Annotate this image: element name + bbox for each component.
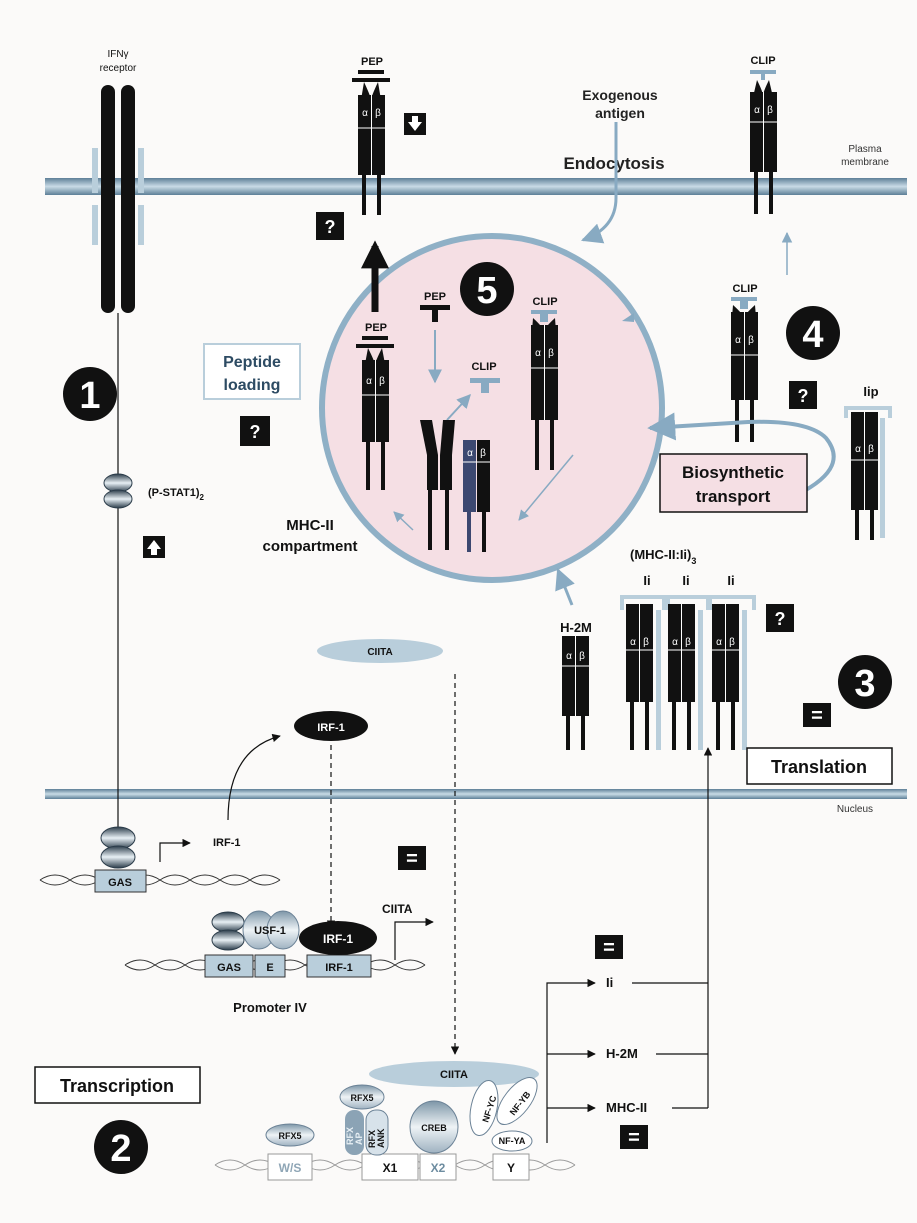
surface-pep-alpha: α	[362, 108, 368, 119]
ifn-receptor-label-2: receptor	[100, 63, 137, 74]
h2m-alpha-inner: α	[467, 448, 473, 459]
rfx5-lone-label: RFX5	[278, 1131, 301, 1141]
ciita-enhanceosome-label: CIITA	[440, 1069, 468, 1081]
compartment-clip-alpha: α	[535, 348, 541, 359]
gas-label: GAS	[108, 877, 132, 889]
step-4-number: 4	[802, 314, 823, 356]
rfx5-complex-label: RFX5	[350, 1093, 373, 1103]
output-ii: Ii	[606, 975, 613, 990]
surface-pep-label: PEP	[361, 56, 383, 68]
surface-pep-beta: β	[375, 108, 381, 119]
ii-label-3: Ii	[727, 573, 734, 588]
h2m-label: H-2M	[560, 620, 592, 635]
irf1-protein-label: IRF-1	[317, 722, 345, 734]
transport-clip-alpha: α	[735, 335, 741, 346]
ifn-receptor-label-1: IFNγ	[107, 49, 128, 60]
y-label: Y	[507, 1161, 515, 1175]
promoter-e-label: E	[266, 962, 273, 974]
trimer-beta-2: β	[685, 637, 691, 648]
translation-label: Translation	[771, 757, 867, 777]
question-transport: ?	[798, 386, 809, 406]
transcription-label: Transcription	[60, 1076, 174, 1096]
irf1-gene-label: IRF-1	[213, 837, 241, 849]
ii-label-2: Ii	[682, 573, 689, 588]
compartment-label-1: MHC-II	[286, 517, 334, 534]
nucleus-label: Nucleus	[837, 804, 873, 815]
trimer-alpha-1: α	[630, 637, 636, 648]
trimer-alpha-3: α	[716, 637, 722, 648]
peptide-loading-label-1: Peptide	[223, 354, 281, 371]
step-2-number: 2	[110, 1128, 131, 1170]
promoter-gas-label: GAS	[217, 962, 241, 974]
step-3-number: 3	[854, 663, 875, 705]
step-1-number: 1	[79, 375, 100, 417]
ii-label-1: Ii	[643, 573, 650, 588]
transport-clip-label: CLIP	[732, 283, 757, 295]
iip-alpha: α	[855, 444, 861, 455]
promoter-irf1-label: IRF-1	[325, 962, 353, 974]
endocytosis-label: Endocytosis	[563, 154, 664, 173]
promoter-iv-label: Promoter IV	[233, 1000, 307, 1015]
trimer-beta-1: β	[643, 637, 649, 648]
compartment-pep-alpha: α	[366, 376, 372, 387]
x2-label: X2	[431, 1161, 446, 1175]
peptide-loading-label-2: loading	[224, 377, 281, 394]
h2m-alpha: α	[566, 651, 572, 662]
h2m-beta: β	[579, 651, 585, 662]
equal-2: =	[603, 937, 615, 959]
irf1-bound-label: IRF-1	[323, 932, 353, 946]
surface-clip-beta: β	[767, 105, 773, 116]
plasma-membrane-label-1: Plasma	[848, 144, 882, 155]
rfx-ank-label-2: ANK	[376, 1128, 386, 1148]
step-5-number: 5	[476, 270, 497, 312]
free-clip-label: CLIP	[471, 361, 496, 373]
ciita-cyto-label: CIITA	[367, 647, 392, 658]
compartment-pep-beta: β	[379, 376, 385, 387]
equal-1: =	[406, 848, 418, 870]
creb-label: CREB	[421, 1123, 447, 1133]
trimer-beta-3: β	[729, 637, 735, 648]
biosynthetic-label-2: transport	[696, 487, 771, 506]
x1-label: X1	[383, 1161, 398, 1175]
compartment-clip-beta: β	[548, 348, 554, 359]
ws-label: W/S	[279, 1161, 302, 1175]
usf1-label: USF-1	[254, 925, 286, 937]
nf-ya-label: NF-YA	[499, 1136, 526, 1146]
equal-3: =	[628, 1127, 640, 1149]
question-surface: ?	[325, 217, 336, 237]
compartment-clip-label: CLIP	[532, 296, 557, 308]
trimer-alpha-2: α	[672, 637, 678, 648]
question-loading: ?	[250, 422, 261, 442]
iip-beta: β	[868, 444, 874, 455]
compartment-label-2: compartment	[262, 538, 357, 555]
exogenous-label-1: Exogenous	[582, 87, 658, 103]
plasma-membrane	[45, 178, 907, 195]
compartment-pep-label: PEP	[365, 322, 387, 334]
h2m-beta-inner: β	[480, 448, 486, 459]
nuclear-membrane	[45, 789, 907, 799]
surface-clip-alpha: α	[754, 105, 760, 116]
exogenous-label-2: antigen	[595, 105, 645, 121]
biosynthetic-label-1: Biosynthetic	[682, 463, 784, 482]
plasma-membrane-label-2: membrane	[841, 157, 889, 168]
ciita-gene-label: CIITA	[382, 902, 413, 916]
iip-label: Iip	[863, 384, 878, 399]
surface-clip-label: CLIP	[750, 55, 775, 67]
output-h2m: H-2M	[606, 1046, 638, 1061]
rfx-ap-label-2: AP	[354, 1132, 364, 1145]
free-pep-label: PEP	[424, 291, 446, 303]
output-mhc-ii: MHC-II	[606, 1100, 647, 1115]
equal-translation: =	[811, 705, 823, 727]
question-translation: ?	[775, 609, 786, 629]
transport-clip-beta: β	[748, 335, 754, 346]
